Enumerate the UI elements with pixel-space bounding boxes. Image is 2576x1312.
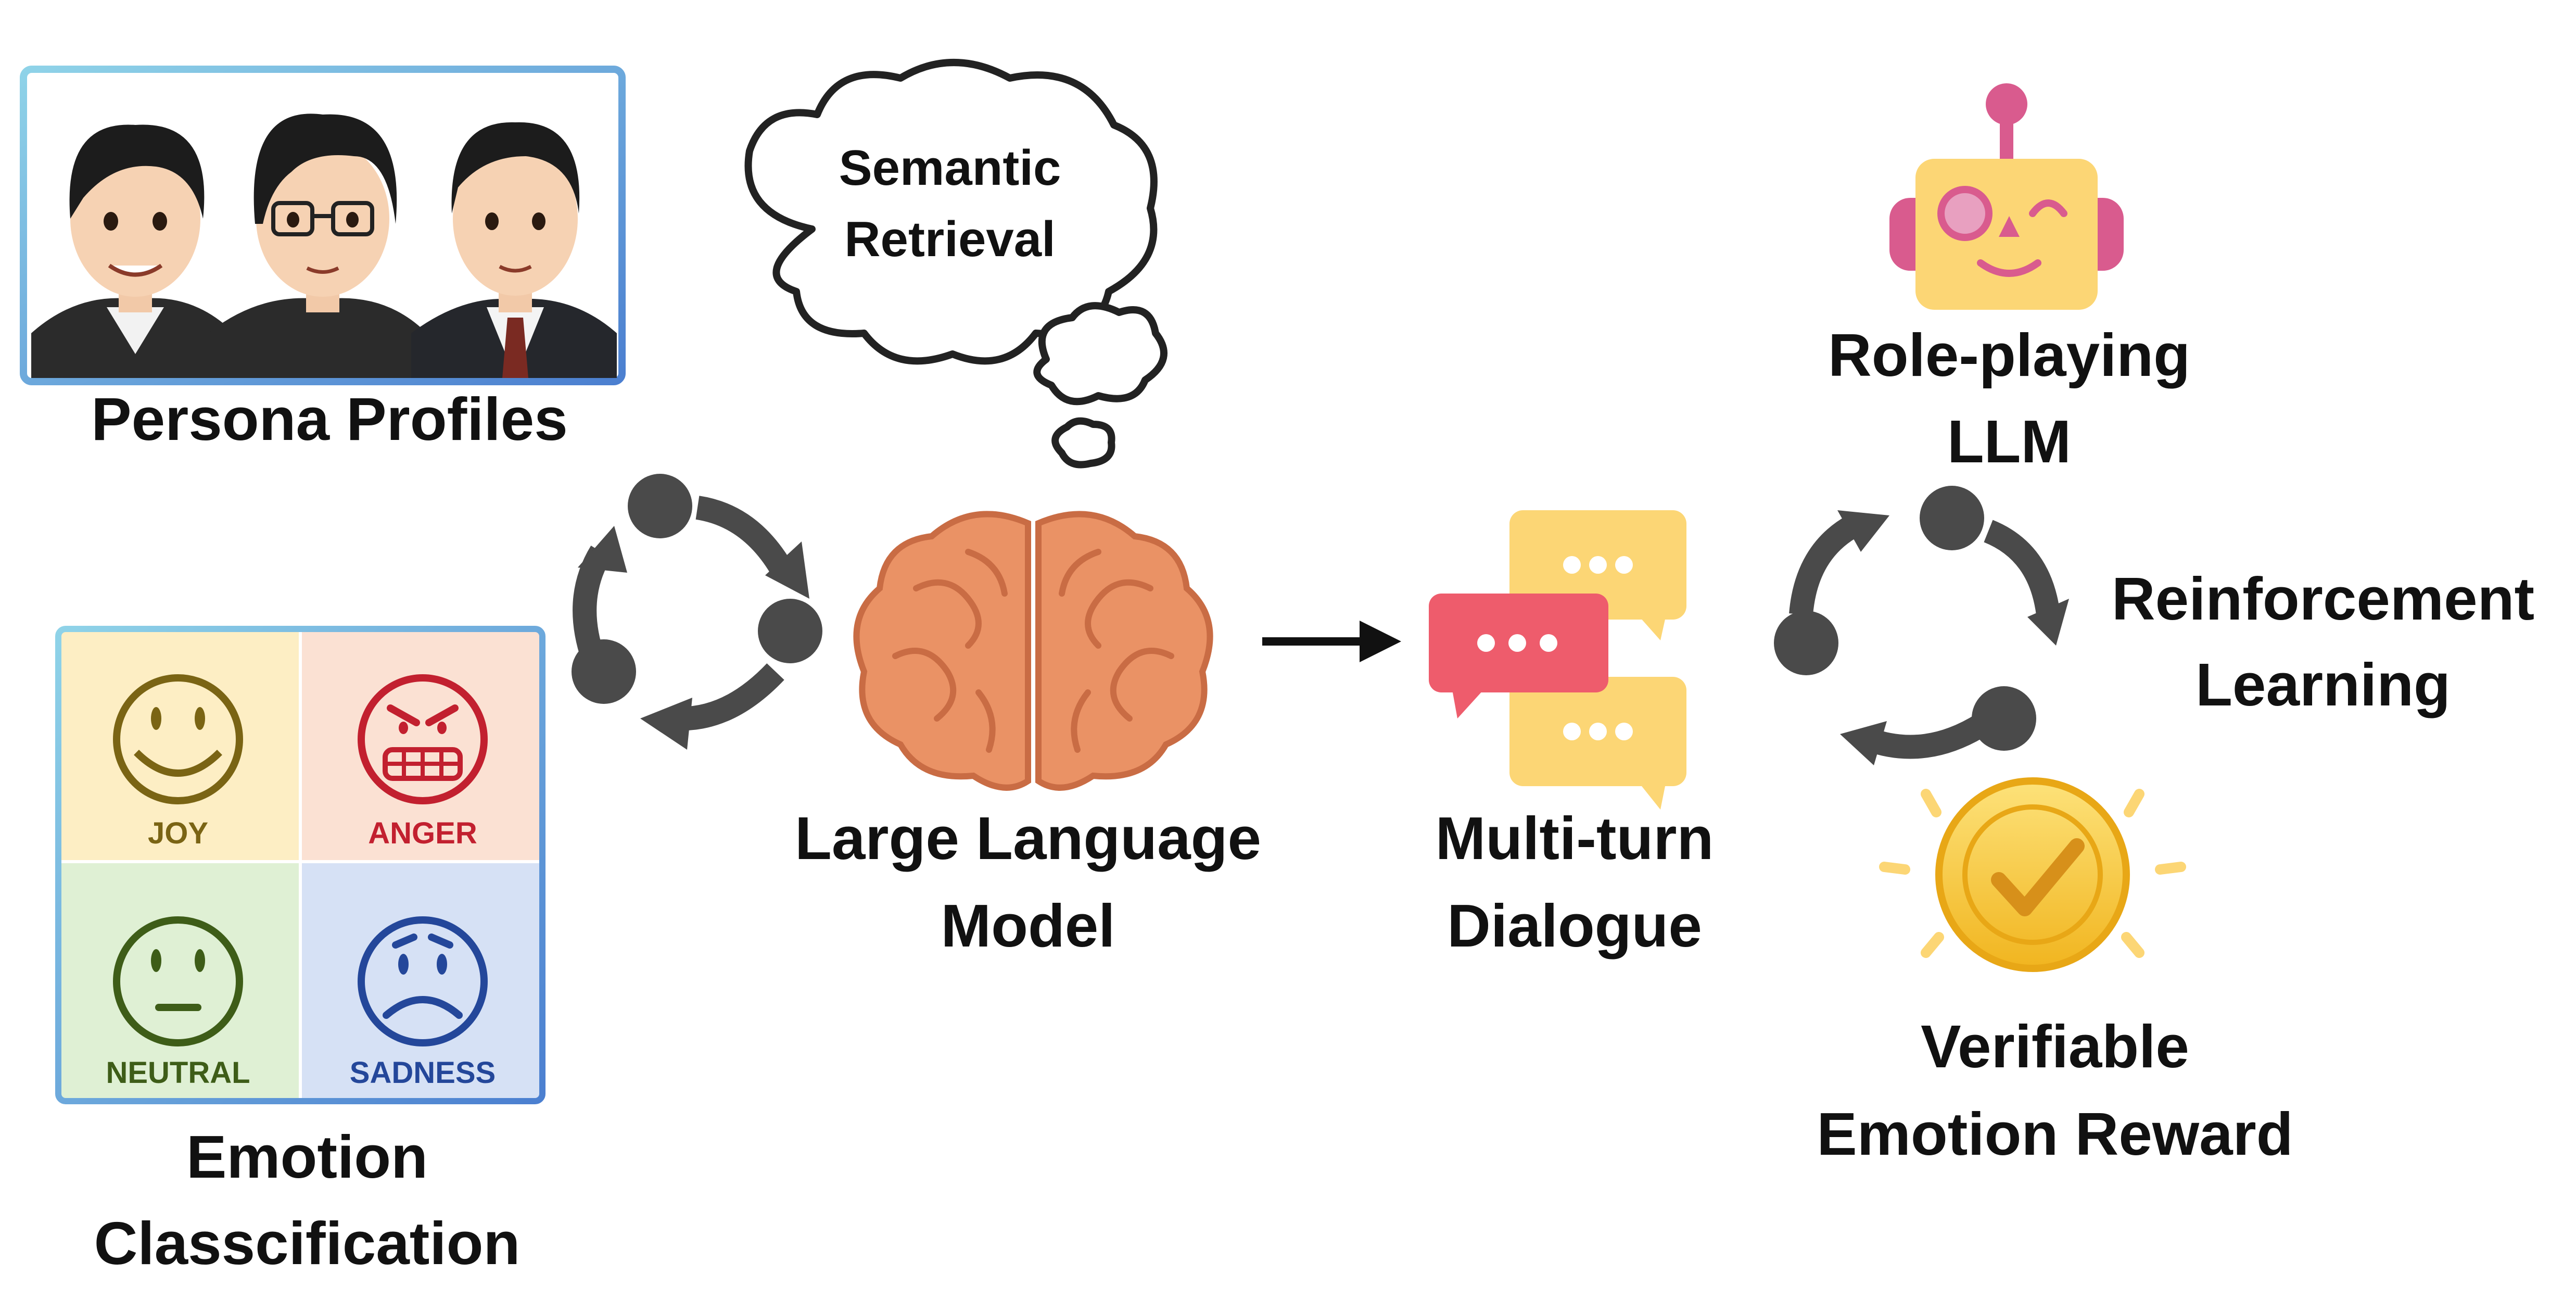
chat-bubbles-icon [1429, 510, 1686, 810]
emotion-panel: JOY ANGER NEUTRAL [55, 626, 545, 1277]
rl-label-line2: Learning [2196, 651, 2451, 718]
semantic-label-line1: Semantic [839, 140, 1061, 196]
emotion-quadrant-anger [300, 629, 542, 862]
semantic-retrieval-cloud-icon [744, 59, 1168, 469]
right-cycle-icon [1774, 486, 2069, 765]
anger-face-icon [358, 674, 488, 804]
emotion-label-line2: Classcification [94, 1209, 521, 1277]
emotion-quadrant-joy [58, 629, 300, 862]
roleplay-label-line2: LLM [1947, 408, 2071, 475]
left-cycle-icon [572, 474, 822, 750]
avatar-persona-1 [31, 124, 234, 378]
check-coin-icon [1879, 777, 2186, 972]
joy-label: JOY [148, 816, 208, 850]
emotion-frame [55, 626, 545, 1104]
emotion-quadrant-neutral [58, 862, 300, 1101]
sadness-label: SADNESS [350, 1056, 496, 1090]
reward-label-line1: Verifiable [1921, 1013, 2189, 1080]
chat-bubble-red [1429, 594, 1608, 718]
persona-panel: Persona Profiles [20, 66, 626, 453]
llm-label-line1: Large Language [795, 804, 1261, 872]
emotion-quadrant-sadness [300, 862, 542, 1101]
roleplay-label-line1: Role-playing [1828, 321, 2190, 389]
avatar-persona-3 [411, 122, 617, 378]
neutral-face-icon [113, 916, 243, 1046]
robot-icon [1889, 83, 2124, 310]
llm-label-line2: Model [941, 892, 1115, 960]
emotion-label-line1: Emotion [186, 1123, 428, 1191]
persona-label: Persona Profiles [91, 385, 567, 453]
sadness-face-icon [358, 916, 488, 1046]
chat-bubble-bottom [1509, 677, 1686, 810]
brain-icon [853, 511, 1213, 791]
avatar-persona-2 [208, 113, 427, 378]
neutral-label: NEUTRAL [106, 1056, 250, 1090]
semantic-label-line2: Retrieval [844, 211, 1056, 267]
joy-face-icon [113, 674, 243, 804]
chat-bubble-top [1509, 510, 1686, 640]
reward-label-line2: Emotion Reward [1817, 1100, 2293, 1168]
rl-label-line1: Reinforcement [2112, 565, 2534, 633]
anger-label: ANGER [368, 816, 477, 850]
dialogue-label-line1: Multi-turn [1436, 804, 1714, 872]
dialogue-label-line2: Dialogue [1447, 892, 1702, 960]
